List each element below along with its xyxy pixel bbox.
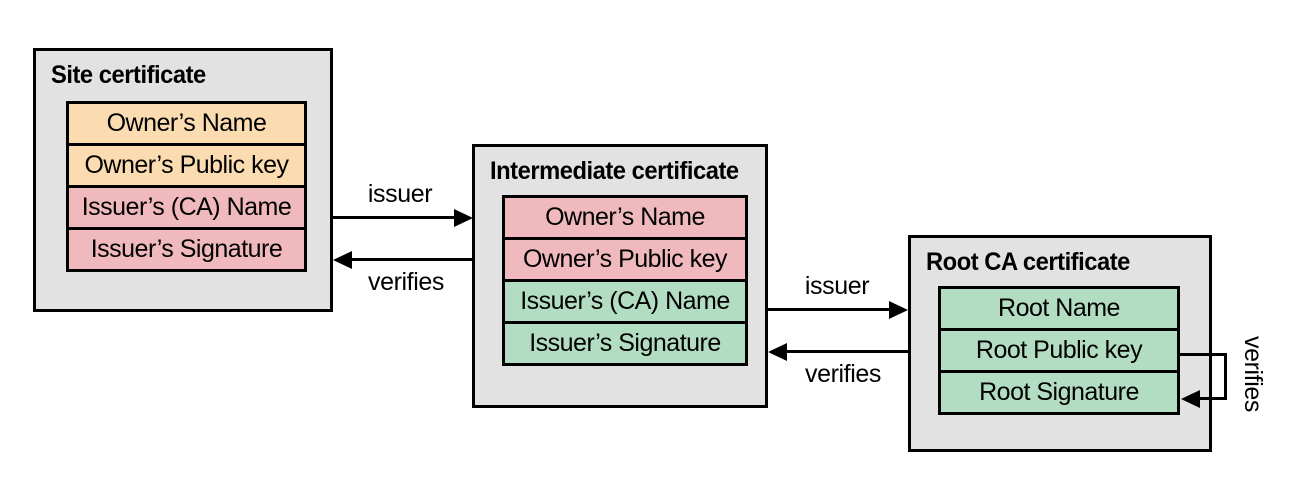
verifies-arrowhead-icon (768, 343, 787, 361)
verifies-arrow-label: verifies (805, 360, 881, 388)
issuer-arrow-label: issuer (367, 180, 433, 208)
certificate-field-issuer-name: Issuer’s (CA) Name (502, 279, 748, 324)
issuer-arrow-line (333, 216, 457, 219)
site-certificate-rows: Owner’s Name Owner’s Public key Issuer’s… (66, 101, 307, 272)
root-ca-certificate-title: Root CA certificate (926, 248, 1130, 276)
self-verify-loop-bottom-line (1199, 397, 1227, 400)
certificate-field-owner-name: Owner’s Name (502, 195, 748, 240)
site-certificate-box: Site certificate Owner’s Name Owner’s Pu… (33, 48, 333, 312)
certificate-field-issuer-name: Issuer’s (CA) Name (66, 185, 307, 230)
self-verify-arrowhead-icon (1181, 390, 1200, 408)
certificate-field-root-signature: Root Signature (938, 370, 1180, 415)
verifies-arrow-label: verifies (368, 268, 444, 296)
certificate-field-issuer-signature: Issuer’s Signature (66, 227, 307, 272)
verifies-arrow-line (786, 350, 908, 353)
issuer-arrowhead-icon (454, 209, 473, 227)
self-verify-label: verifies (1239, 336, 1267, 412)
intermediate-certificate-rows: Owner’s Name Owner’s Public key Issuer’s… (502, 195, 748, 366)
verifies-arrowhead-icon (333, 251, 352, 269)
certificate-field-root-name: Root Name (938, 286, 1180, 331)
intermediate-certificate-title: Intermediate certificate (490, 157, 739, 185)
self-verify-loop-vertical-line (1224, 353, 1227, 400)
certificate-field-owner-public-key: Owner’s Public key (502, 237, 748, 282)
certificate-field-owner-name: Owner’s Name (66, 101, 307, 146)
site-certificate-title: Site certificate (51, 61, 206, 89)
issuer-arrow-line (768, 308, 892, 311)
self-verify-loop-top-line (1177, 353, 1227, 356)
issuer-arrow-label: issuer (804, 272, 870, 300)
intermediate-certificate-box: Intermediate certificate Owner’s Name Ow… (472, 144, 768, 408)
certificate-field-root-public-key: Root Public key (938, 328, 1180, 373)
certificate-field-issuer-signature: Issuer’s Signature (502, 321, 748, 366)
verifies-arrow-line (351, 258, 473, 261)
issuer-arrowhead-icon (889, 301, 908, 319)
certificate-field-owner-public-key: Owner’s Public key (66, 143, 307, 188)
root-ca-certificate-rows: Root Name Root Public key Root Signature (938, 286, 1180, 415)
root-ca-certificate-box: Root CA certificate Root Name Root Publi… (908, 235, 1212, 452)
